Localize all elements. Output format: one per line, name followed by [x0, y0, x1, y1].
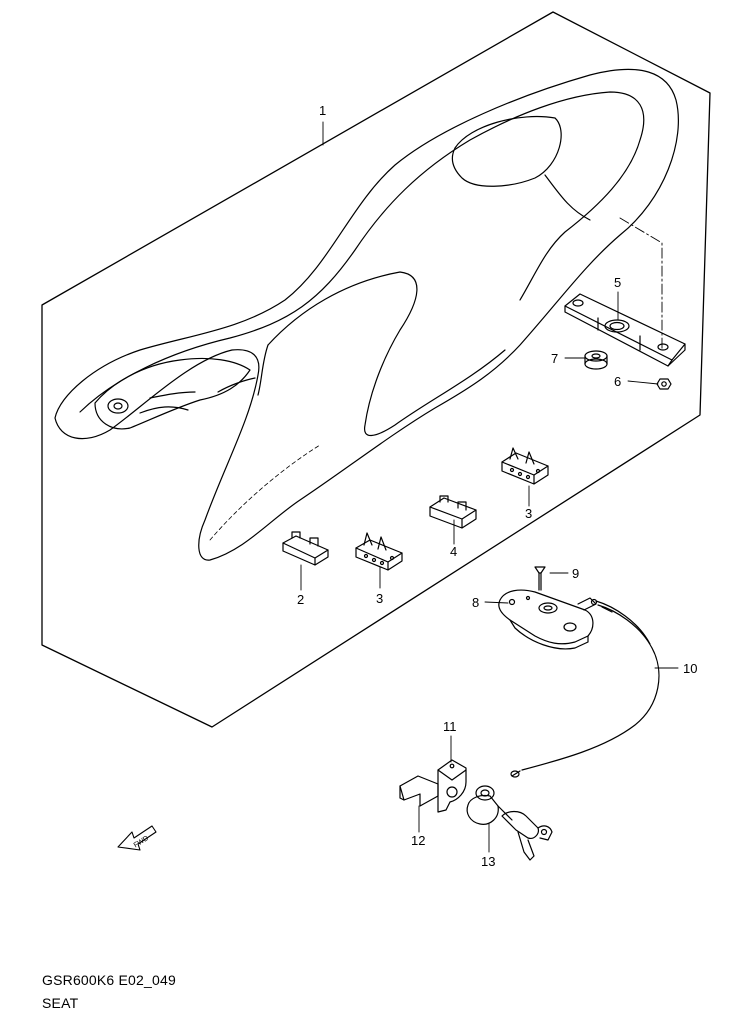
callout-part-5: 5	[614, 275, 621, 290]
callout-part-10: 10	[683, 661, 697, 676]
forward-arrow-icon: FWD	[117, 825, 157, 851]
retainer-clip	[399, 775, 439, 807]
damper-part-3-lower	[355, 532, 403, 571]
callout-part-11: 11	[443, 719, 457, 734]
callout-part-8: 8	[472, 595, 479, 610]
seat-bracket	[564, 293, 686, 367]
callout-part-4: 4	[450, 544, 457, 559]
callout-part-1: 1	[319, 103, 326, 118]
nut	[656, 378, 672, 390]
seat-shape	[54, 68, 679, 561]
damper-part-4	[429, 495, 477, 529]
callouts: 1 2 3 3 4 5 6 7 8 9 10 11 12 13	[297, 103, 697, 869]
callout-part-9: 9	[572, 566, 579, 581]
callout-part-7: 7	[551, 351, 558, 366]
lock-cable	[510, 598, 660, 778]
damper-part-2	[282, 531, 329, 566]
lock-cylinder-and-keys	[466, 785, 553, 861]
callout-part-6: 6	[614, 374, 621, 389]
damper-part-3-upper	[501, 447, 549, 485]
callout-part-3a: 3	[376, 591, 383, 606]
callout-part-12: 12	[411, 833, 425, 848]
callout-part-2: 2	[297, 592, 304, 607]
seat-lock	[498, 589, 597, 650]
reference-line-bracket	[619, 217, 663, 351]
leader-lines	[300, 121, 679, 853]
callout-part-3b: 3	[525, 506, 532, 521]
diagram-code: GSR600K6 E02_049	[42, 972, 176, 988]
diagram-title: SEAT	[42, 995, 79, 1011]
key-holder-bracket	[437, 759, 467, 813]
rubber-cushion	[584, 350, 608, 370]
screw	[534, 566, 546, 591]
assembly-boundary	[41, 11, 711, 728]
callout-part-13: 13	[481, 854, 495, 869]
